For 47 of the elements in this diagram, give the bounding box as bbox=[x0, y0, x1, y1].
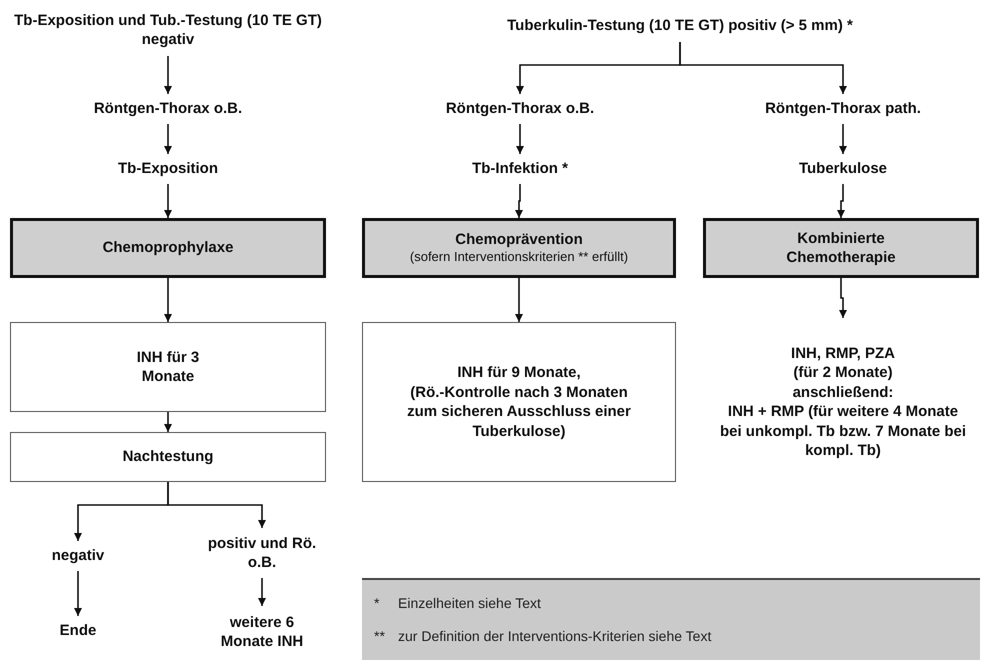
flow-step-text: Ende bbox=[28, 620, 128, 642]
box-label: Kombinierte Chemotherapie bbox=[785, 228, 897, 268]
arrow bbox=[515, 278, 523, 322]
footnote-mark: * bbox=[374, 594, 380, 613]
process-box bbox=[362, 218, 676, 278]
box-label: Chemoprävention bbox=[455, 230, 583, 250]
flow-step-text: Tb-Infektion * bbox=[410, 158, 630, 180]
arrow bbox=[839, 124, 847, 154]
arrow bbox=[164, 124, 172, 154]
flow-step-text: Röntgen-Thorax path. bbox=[723, 98, 963, 120]
flow-step-text: positiv und Rö. o.B. bbox=[192, 532, 332, 574]
arrow bbox=[74, 571, 82, 616]
box-note: (Rö.-Kontrolle nach 3 Monaten zum sicheren Ausschluss einer Tuberkulose) bbox=[406, 382, 632, 441]
arrow bbox=[164, 412, 172, 432]
box-label: Chemoprophylaxe bbox=[102, 238, 234, 258]
process-box bbox=[10, 322, 326, 412]
arrow bbox=[839, 278, 847, 318]
box-note: (sofern Interventionskriterien ** erfüllt) bbox=[410, 249, 628, 266]
process-box bbox=[10, 218, 326, 278]
arrow bbox=[164, 278, 172, 322]
flow-step-text: Tb-Exposition und Tub.-Testung (10 TE GT) negativ bbox=[10, 8, 326, 52]
flow-step-text: negativ bbox=[28, 545, 128, 567]
footnote-text: Einzelheiten siehe Text bbox=[398, 594, 541, 613]
arrow bbox=[258, 578, 266, 606]
footnote-text: zur Definition der Interventions-Kriterien siehe Text bbox=[398, 627, 712, 646]
arrow bbox=[164, 184, 172, 218]
arrow bbox=[167, 482, 266, 528]
flow-step-text: Tuberkulose bbox=[723, 158, 963, 180]
arrow bbox=[837, 184, 845, 218]
box-label: INH für 3 Monate bbox=[136, 348, 200, 386]
flow-step-text: Tb-Exposition bbox=[60, 158, 276, 180]
flow-step-text: INH, RMP, PZA (für 2 Monate) anschließend: INH + RMP (für weitere 4 Monate bei unkompl. Tb bzw. 7 Monate bei kompl. Tb) bbox=[713, 322, 973, 482]
box-label: Nachtestung bbox=[122, 447, 214, 467]
arrow bbox=[515, 184, 523, 218]
process-box bbox=[362, 322, 676, 482]
flow-step-text: Röntgen-Thorax o.B. bbox=[410, 98, 630, 120]
arrow bbox=[679, 42, 847, 94]
box-label: INH für 9 Monate, bbox=[457, 363, 581, 382]
flow-step-text: Tuberkulin-Testung (10 TE GT) positiv (> 5 mm) * bbox=[400, 14, 960, 38]
arrow bbox=[164, 56, 172, 94]
flow-step-text: Röntgen-Thorax o.B. bbox=[60, 98, 276, 120]
flow-step-text: weitere 6 Monate INH bbox=[192, 610, 332, 654]
process-box bbox=[10, 432, 326, 482]
process-box bbox=[703, 218, 979, 278]
footnote-mark: ** bbox=[374, 627, 386, 646]
footnote-panel bbox=[362, 578, 980, 660]
arrow bbox=[516, 124, 524, 154]
